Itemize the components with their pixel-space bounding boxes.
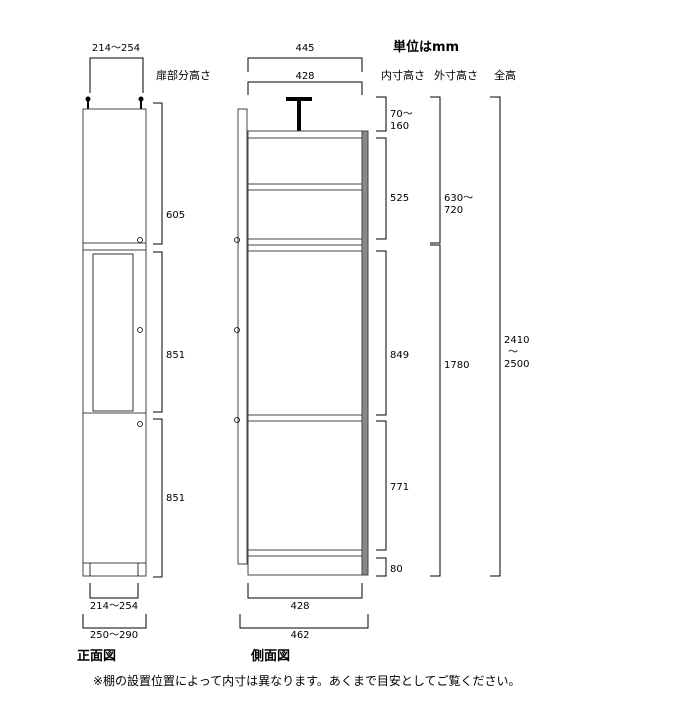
side-outer-height-1: 630～720 — [444, 193, 473, 216]
side-shelf-4 — [247, 414, 363, 422]
side-top-outer-width-bracket — [247, 57, 363, 72]
header-inner-height: 内寸高さ — [381, 68, 425, 82]
side-base — [247, 555, 363, 576]
side-bottom-inner-width: 428 — [290, 601, 309, 612]
header-total-height: 全高 — [494, 68, 516, 82]
front-middle-section — [82, 249, 147, 414]
side-cabinet-body — [247, 130, 363, 576]
front-middle-inner-frame — [92, 253, 134, 412]
front-bottom-outer-width: 250～290 — [90, 630, 138, 641]
side-inner-height-5: 80 — [390, 564, 403, 575]
side-hinge-upper-icon — [234, 237, 240, 243]
front-door-height-3: 851 — [166, 493, 185, 504]
header-door-height: 扉部分高さ — [156, 68, 211, 82]
side-inner-height-bracket-2 — [376, 137, 387, 240]
front-door-height-1: 605 — [166, 210, 185, 221]
header-outer-height: 外寸高さ — [434, 68, 478, 82]
ceiling-support-icon — [286, 97, 312, 131]
side-bottom-outer-width: 462 — [290, 630, 309, 641]
front-base — [82, 562, 147, 577]
side-inner-height-2: 525 — [390, 193, 409, 204]
front-top-adjusters — [85, 96, 144, 109]
side-outer-height-bracket-2 — [430, 244, 441, 577]
front-top-width-bracket — [89, 57, 144, 93]
side-bottom-board — [247, 549, 363, 557]
side-bottom-inner-width-bracket — [247, 583, 363, 599]
front-door-height-bracket-2 — [153, 251, 163, 413]
front-upper-door — [82, 108, 147, 244]
side-shelf-1 — [247, 183, 363, 191]
front-view-title: 正面図 — [77, 649, 116, 664]
side-top-inner-width-bracket — [247, 81, 363, 95]
side-view: 445 428 70～160 525 849 771 — [234, 43, 529, 664]
side-inner-height-bracket-4 — [376, 420, 387, 551]
side-inner-height-4: 771 — [390, 482, 409, 493]
front-separator-band — [82, 242, 147, 251]
unit-label: 単位はmm — [393, 39, 459, 55]
front-lower-door-knob-icon — [137, 421, 143, 427]
front-middle-door-knob-icon — [137, 327, 143, 333]
side-door-panel — [237, 108, 248, 565]
footnote: ※棚の設置位置によって内寸は異なります。あくまで目安としてご覧ください。 — [93, 673, 521, 688]
side-outer-height-bracket-1 — [430, 96, 441, 244]
front-bottom-outer-width-bracket — [82, 614, 147, 629]
side-back-panel — [361, 130, 369, 576]
front-door-height-2: 851 — [166, 350, 185, 361]
side-shelf-2 — [247, 238, 363, 246]
side-top-inner-width: 428 — [295, 71, 314, 82]
side-total-height: 2410～2500 — [504, 335, 529, 370]
side-hinge-middle-icon — [234, 327, 240, 333]
side-inner-height-3: 849 — [390, 350, 409, 361]
side-inner-height-bracket-5 — [376, 557, 387, 577]
side-outer-height-2: 1780 — [444, 360, 469, 371]
front-bottom-inner-width: 214～254 — [90, 601, 138, 612]
front-view: 214～254 605 851 851 214～ — [77, 43, 185, 664]
side-total-height-bracket — [490, 96, 501, 577]
side-view-title: 側面図 — [250, 648, 290, 664]
front-door-height-bracket-1 — [153, 102, 163, 245]
side-top-outer-width: 445 — [295, 43, 314, 54]
side-shelf-3 — [247, 244, 363, 252]
side-inner-height-bracket-1 — [376, 96, 387, 132]
front-bottom-inner-width-bracket — [89, 583, 139, 599]
front-door-height-bracket-3 — [153, 418, 163, 578]
side-inner-height-1: 70～160 — [390, 109, 413, 132]
side-bottom-outer-width-bracket — [239, 614, 369, 629]
side-inner-height-bracket-3 — [376, 250, 387, 416]
front-top-width-label: 214～254 — [92, 43, 140, 54]
side-hinge-lower-icon — [234, 417, 240, 423]
front-lower-door — [82, 412, 147, 564]
side-top-board — [247, 130, 363, 139]
